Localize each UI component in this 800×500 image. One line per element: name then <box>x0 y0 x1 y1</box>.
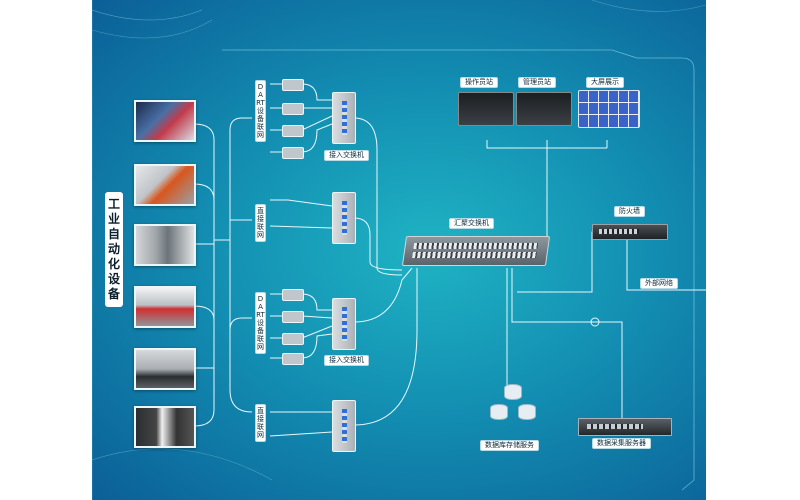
firewall-label: 防火墙 <box>614 206 645 217</box>
network-diagram: 工业自动化设备 DART设备联网 直接联网 DART设备联网 直接联网 接入交换… <box>92 0 706 500</box>
collector-server-label: 数据采集服务器 <box>592 438 651 449</box>
access-switch-icon <box>332 192 356 244</box>
group-label: 直接联网 <box>255 204 266 242</box>
station-label: 管理员站 <box>518 77 556 88</box>
access-switch-label: 接入交换机 <box>324 355 369 366</box>
device-photo-robot <box>134 100 196 142</box>
operator-workstation-icon <box>458 92 514 126</box>
station-label: 大屏展示 <box>586 77 624 88</box>
dart-device-icon <box>282 289 304 301</box>
page-title: 工业自动化设备 <box>105 192 123 307</box>
display-wall-icon <box>578 90 640 128</box>
device-photo-controller <box>134 406 196 448</box>
device-photo-workshop <box>134 286 196 328</box>
dart-device-icon <box>282 103 304 115</box>
group-label: DART设备联网 <box>255 292 266 354</box>
connection-lines <box>92 0 706 500</box>
group-label: DART设备联网 <box>255 80 266 142</box>
dart-device-icon <box>282 333 304 345</box>
device-photo-panel <box>134 348 196 390</box>
group-label: 直接联网 <box>255 404 266 442</box>
access-switch-icon <box>332 92 356 144</box>
dart-device-icon <box>282 79 304 91</box>
dart-device-icon <box>282 311 304 323</box>
core-switch-label: 汇聚交换机 <box>449 218 494 229</box>
dart-device-icon <box>282 125 304 137</box>
access-switch-icon <box>332 298 356 350</box>
admin-workstation-icon <box>516 92 572 126</box>
collector-server-icon <box>578 418 672 436</box>
device-photo-cnc <box>134 224 196 266</box>
station-label: 操作员站 <box>460 77 498 88</box>
dart-device-icon <box>282 147 304 159</box>
device-photo-arm <box>134 164 196 206</box>
access-switch-icon <box>332 400 356 452</box>
access-switch-label: 接入交换机 <box>324 150 369 161</box>
core-switch-icon <box>401 236 551 266</box>
external-network-label: 外部网络 <box>640 278 678 289</box>
dart-device-icon <box>282 353 304 365</box>
database-label: 数据库存储服务 <box>480 440 539 451</box>
database-icon <box>490 384 536 424</box>
firewall-icon <box>592 224 668 240</box>
